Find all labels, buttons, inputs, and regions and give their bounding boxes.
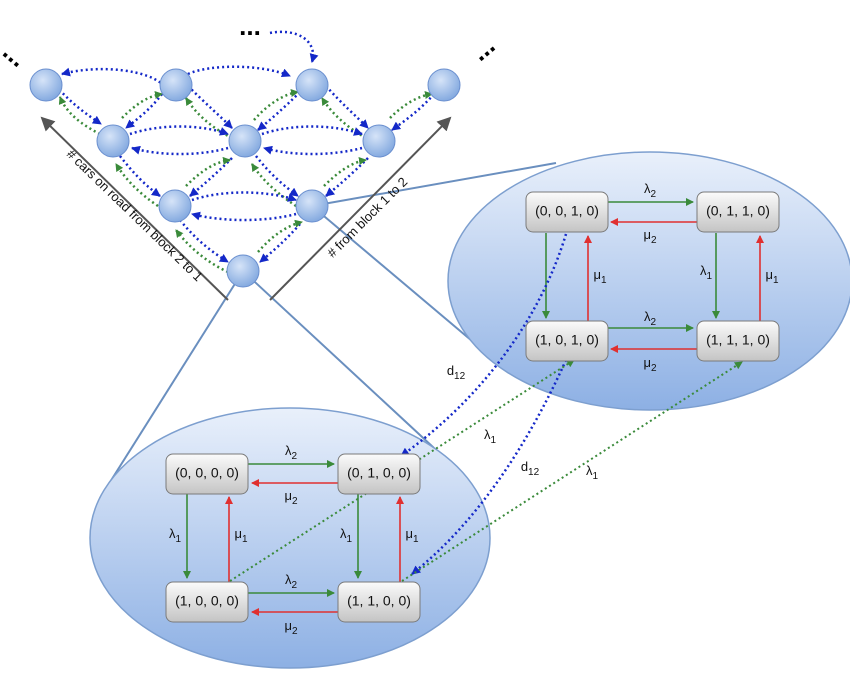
rate-label: λ1	[484, 427, 497, 445]
rate-label: d12	[447, 363, 466, 381]
rate-label: μ2	[284, 488, 298, 506]
cross-rate-labels: d12 λ1 d12 λ1	[447, 363, 599, 481]
rate-label: λ2	[644, 309, 657, 327]
rate-label: λ2	[644, 181, 657, 199]
rate-label: μ1	[234, 526, 248, 544]
lower-states: (0, 0, 0, 0) (0, 1, 0, 0) (1, 0, 0, 0) (…	[165, 453, 421, 623]
rate-label: λ1	[340, 526, 353, 544]
connector-lower-left	[99, 270, 244, 499]
state-0-0-0-0: (0, 0, 0, 0)	[165, 453, 249, 495]
state-1-0-1-0: (1, 0, 1, 0)	[525, 320, 609, 362]
state-label: (0, 1, 0, 0)	[347, 465, 411, 481]
left-axis-arrow	[40, 116, 229, 301]
lower-rate-labels: λ2 μ2 λ2 μ2 λ1 μ1 λ1 μ1	[169, 443, 419, 636]
ellipsis-right: ...	[465, 30, 501, 67]
lattice-nodes	[29, 68, 461, 288]
right-axis-label: # from block 1 to 2	[324, 174, 410, 260]
rate-label: μ1	[593, 267, 607, 285]
state-1-1-1-0: (1, 1, 1, 0)	[696, 320, 780, 362]
lattice-node	[228, 124, 262, 158]
cross-block-transitions	[229, 233, 743, 582]
state-label: (1, 0, 1, 0)	[535, 332, 599, 348]
lattice-node	[29, 68, 63, 102]
lower-transitions	[183, 460, 404, 616]
state-label: (0, 1, 1, 0)	[706, 203, 770, 219]
state-label: (1, 1, 1, 0)	[706, 332, 770, 348]
lattice-node	[158, 189, 192, 223]
rate-label: λ2	[285, 572, 298, 590]
upper-rate-labels: λ2 μ2 λ2 μ2 μ1 λ1 μ1	[593, 181, 779, 373]
state-0-0-1-0: (0, 0, 1, 0)	[525, 191, 609, 233]
lattice-node	[295, 68, 329, 102]
state-label: (1, 1, 0, 0)	[347, 593, 411, 609]
lattice-node	[427, 68, 461, 102]
rate-label: λ2	[285, 443, 298, 461]
rate-label: d12	[521, 459, 540, 477]
rate-label: λ1	[700, 263, 713, 281]
rate-label: μ2	[643, 355, 657, 373]
lattice-node	[362, 124, 396, 158]
lattice-node	[96, 124, 130, 158]
lattice-edges	[55, 30, 435, 274]
lattice-node	[295, 189, 329, 223]
upper-states: (0, 0, 1, 0) (0, 1, 1, 0) (1, 0, 1, 0) (…	[525, 191, 780, 362]
state-0-1-1-0: (0, 1, 1, 0)	[696, 191, 780, 233]
connector-lower-right	[242, 270, 435, 449]
rate-label: μ2	[284, 618, 298, 636]
state-0-1-0-0: (0, 1, 0, 0)	[337, 453, 421, 495]
state-1-1-0-0: (1, 1, 0, 0)	[337, 581, 421, 623]
lattice-node	[159, 68, 193, 102]
rate-label: λ1	[169, 526, 182, 544]
rate-label: μ1	[405, 526, 419, 544]
ellipsis-top: ...	[239, 11, 261, 41]
rate-label: μ2	[643, 227, 657, 245]
ellipsis-left: ...	[0, 36, 33, 73]
upper-transitions	[542, 198, 764, 353]
lambda1-lower-to-upper-left	[229, 359, 575, 582]
rate-label: μ1	[765, 267, 779, 285]
connector-upper-top	[311, 162, 557, 207]
right-axis-arrow	[269, 116, 452, 301]
ellipsis-marks: ... ... ...	[0, 11, 501, 73]
state-1-0-0-0: (1, 0, 0, 0)	[165, 581, 249, 623]
state-label: (0, 0, 0, 0)	[175, 465, 239, 481]
state-label: (1, 0, 0, 0)	[175, 593, 239, 609]
lattice-node	[226, 254, 260, 288]
state-label: (0, 0, 1, 0)	[535, 203, 599, 219]
rate-label: λ1	[586, 463, 599, 481]
